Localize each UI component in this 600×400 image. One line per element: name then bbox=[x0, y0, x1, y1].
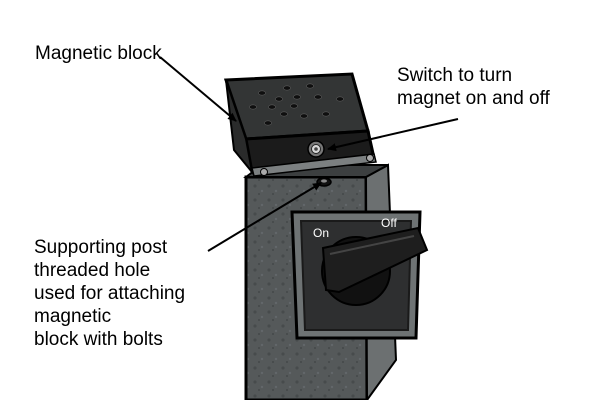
magnetic-block-label-text: Magnetic block bbox=[35, 43, 162, 64]
supporting-post-label-line-2: threaded hole bbox=[34, 260, 151, 281]
arrow-to-magnetic-block bbox=[159, 56, 237, 122]
supporting-post-label-line-3: used for attaching bbox=[34, 283, 186, 304]
switch-label-line-2: magnet on and off bbox=[397, 88, 550, 109]
supporting-post-label-line-1: Supporting post bbox=[34, 237, 168, 258]
dial-off-label: Off bbox=[381, 216, 397, 230]
arrow-to-switch bbox=[327, 118, 459, 152]
switch-label: Switch to turn magnet on and off bbox=[397, 64, 550, 110]
rotary-switch-knob bbox=[321, 226, 429, 306]
block-switch-button bbox=[307, 140, 325, 158]
supporting-post-label: Supporting post threaded hole used for a… bbox=[34, 236, 185, 351]
dial-on-label: On bbox=[313, 226, 329, 240]
supporting-post-label-line-5: block with bolts bbox=[34, 329, 163, 350]
supporting-post-label-line-4: magnetic bbox=[34, 306, 112, 327]
top-holes bbox=[249, 83, 344, 126]
magnetic-block bbox=[223, 72, 377, 177]
magnetic-block-label: Magnetic block bbox=[35, 42, 162, 65]
switch-label-line-1: Switch to turn bbox=[397, 65, 513, 86]
arrow-to-threaded-hole bbox=[207, 182, 322, 252]
